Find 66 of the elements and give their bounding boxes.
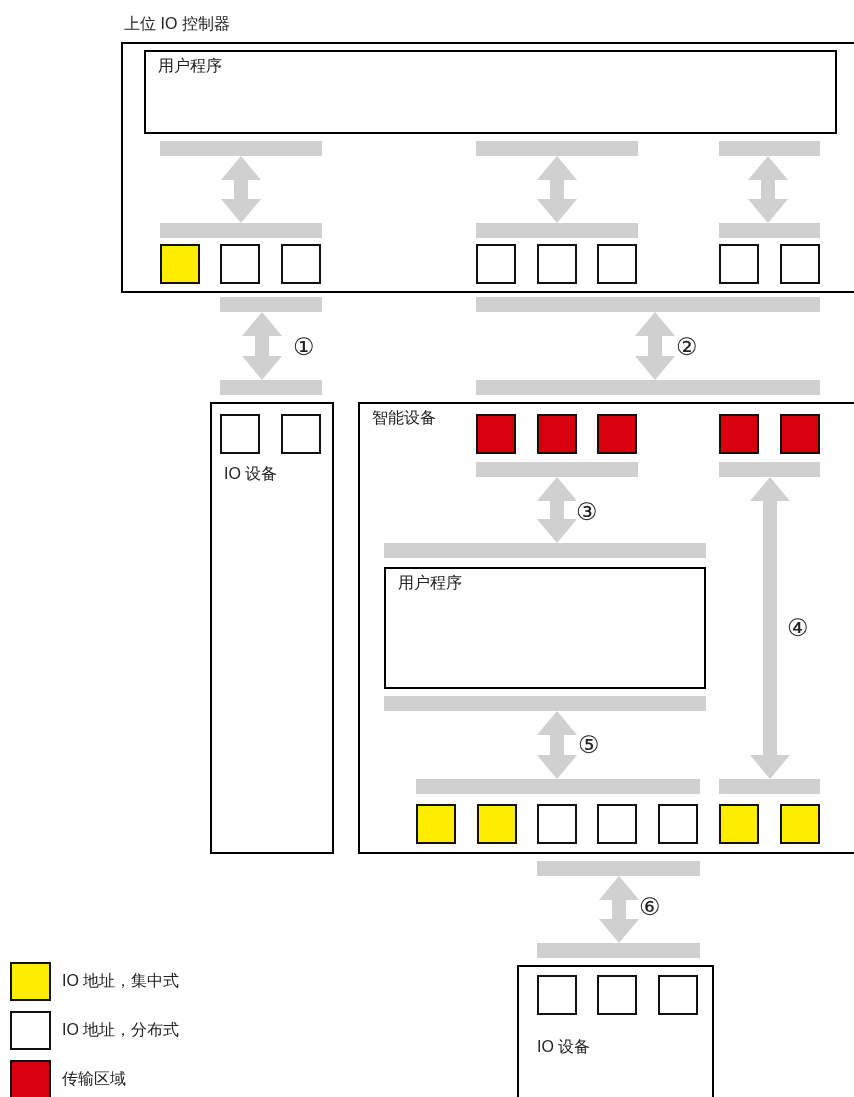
address-square [476,244,516,284]
bus-bar [476,223,638,238]
address-square [597,244,637,284]
double-arrow [635,312,675,380]
bus-bar [537,861,700,876]
address-square [780,414,820,454]
device-label: IO 设备 [224,464,278,484]
bus-bar [384,696,706,711]
address-square [597,975,637,1015]
bus-bar [416,779,700,794]
double-arrow [748,156,788,223]
bus-bar [476,297,820,312]
bus-bar [220,380,322,395]
double-arrow [537,711,577,779]
address-square [719,414,759,454]
bus-bar [537,943,700,958]
bus-bar [160,223,322,238]
bus-bar [476,141,638,156]
device-box [358,402,854,854]
address-square [220,414,260,454]
bus-bar [719,141,820,156]
address-square [220,244,260,284]
bus-bar [719,223,820,238]
address-square [416,804,456,844]
program-label: 用户程序 [158,56,222,76]
double-arrow [599,876,639,943]
device-label: 上位 IO 控制器 [124,14,230,34]
address-square [537,975,577,1015]
bus-bar [160,141,322,156]
address-square [719,244,759,284]
double-arrow [242,312,282,380]
legend-label: 传输区域 [62,1069,126,1089]
address-square [537,804,577,844]
double-arrow [221,156,261,223]
address-square [537,244,577,284]
address-square [477,804,517,844]
device-label: 智能设备 [372,408,436,428]
bus-bar [476,462,638,477]
program-box [384,567,706,689]
device-box [517,965,714,1097]
double-arrow [537,156,577,223]
legend-label: IO 地址，集中式 [62,971,180,991]
double-arrow [750,477,790,779]
address-square [780,804,820,844]
legend-label: IO 地址，分布式 [62,1020,180,1040]
device-label: IO 设备 [537,1037,591,1057]
program-label: 用户程序 [398,573,462,593]
address-square [160,244,200,284]
bus-bar [719,462,820,477]
double-arrow [537,477,577,543]
address-square [476,414,516,454]
bus-bar [476,380,820,395]
bus-bar [220,297,322,312]
address-square [780,244,820,284]
bus-bar [384,543,706,558]
address-square [597,414,637,454]
address-square [597,804,637,844]
device-box [210,402,334,854]
address-square [281,244,321,284]
address-square [658,804,698,844]
address-square [719,804,759,844]
address-square [537,414,577,454]
program-box [144,50,837,134]
address-square [281,414,321,454]
bus-bar [719,779,820,794]
address-square [658,975,698,1015]
